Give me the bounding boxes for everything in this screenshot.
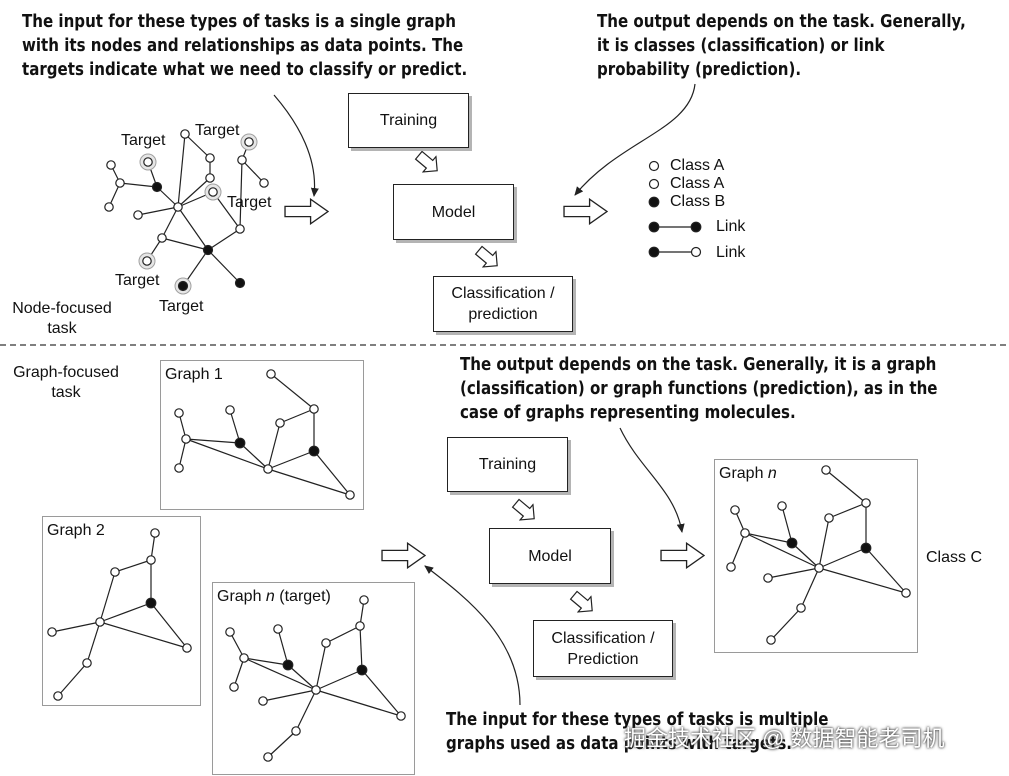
bottom-model-box: Model [489,528,611,584]
output-graph-panel: Graph n [714,459,918,653]
bottom-output-arrow [660,542,705,569]
output-class-a: Class A [670,157,725,174]
top-training-box: Training [348,93,469,148]
bottom-training-box: Training [447,437,568,492]
output-graph-nodes [726,465,911,645]
graph-1-edges [178,373,351,496]
annotation-line: The input for these types of tasks is mu… [446,710,829,730]
graph-focused-task-label: Graph-focused task [4,363,128,403]
target-label: Target [195,122,240,139]
annotation-line: The output depends on the task. Generall… [597,12,966,32]
output-link: Link [716,244,746,261]
output-class-a: Class A [670,175,725,192]
annotation-line: targets indicate what we need to classif… [22,60,468,80]
top-output-box: Classification / prediction [433,276,573,332]
box-label: Classification / [451,285,555,302]
top-input-arrow [284,198,329,225]
top-model-box: Model [393,184,514,240]
annotation-line: The output depends on the task. Generall… [460,355,937,375]
graph-1-title: Graph 1 [165,366,223,383]
title-suffix: (target) [274,588,331,605]
bottom-input-pointer [424,565,521,706]
annotation-line: case of graphs representing molecules. [460,403,796,423]
target-label: Target [159,298,204,315]
target-label: Target [227,194,272,211]
top-training-to-model-arrow [411,147,445,179]
bottom-input-arrow [381,542,426,569]
bottom-training-to-model-arrow [508,495,542,527]
annotation-line: with its nodes and relationships as data… [22,36,464,56]
title-variable: n [265,588,275,605]
output-graph-title: Graph n [719,464,777,484]
output-class-b: Class B [670,193,726,210]
label-line: Graph-focused [13,364,119,381]
graph-2-nodes [47,528,192,701]
annotation-line: (classification) or graph functions (pre… [460,379,938,399]
title-prefix: Graph [719,465,768,482]
top-output-annotation: The output depends on the task. Generall… [597,10,966,82]
graph-n-target-title: Graph n (target) [217,587,331,607]
graph-n-edges [229,599,402,758]
output-class-c: Class C [926,549,983,566]
target-label: Target [115,272,160,289]
output-link: Link [716,218,746,235]
box-label: Model [528,547,572,565]
target-label: Target [121,132,166,149]
box-label: prediction [468,306,538,323]
label-line: Node-focused [12,300,112,317]
top-output-arrow [563,198,608,225]
bottom-model-to-output-arrow [566,587,600,619]
top-model-to-output-arrow [471,242,505,274]
annotation-line: it is classes (classification) or link [597,36,885,56]
top-output-pointer [574,83,696,196]
label-line: task [51,384,81,401]
graph-n-target-panel: Graph n (target) [212,582,415,775]
graph-1-nodes [174,369,355,500]
title-prefix: Graph [217,588,266,605]
box-label: Training [379,112,438,129]
output-graph-edges [730,469,907,641]
graph-2-title: Graph 2 [47,522,105,539]
bottom-output-annotation: The output depends on the task. Generall… [460,353,937,425]
box-label: Prediction [567,650,639,668]
top-input-pointer [273,94,319,197]
annotation-line: graphs used as data points with targets. [446,734,793,754]
annotation-line: probability (prediction). [597,60,802,80]
top-input-annotation: The input for these types of tasks is a … [22,10,467,82]
title-variable: n [767,465,777,482]
box-label: Training [478,456,537,473]
top-output-symbols [648,160,702,258]
graph-2-panel: Graph 2 [42,516,201,706]
box-label: Classification / [551,629,655,647]
graph-n-nodes [225,595,406,762]
bottom-output-box: Classification / Prediction [533,620,673,677]
label-line: task [47,320,77,337]
node-focused-nodes [104,129,269,292]
annotation-line: The input for these types of tasks is a … [22,12,456,32]
watermark: 掘金技术社区 @ 数据智能老司机 [624,726,945,751]
box-label: Model [431,203,476,221]
graph-1-panel: Graph 1 [160,360,364,510]
bottom-output-pointer [619,427,685,533]
node-focused-task-label: Node-focused task [4,299,120,339]
bottom-input-annotation: The input for these types of tasks is mu… [446,708,829,756]
